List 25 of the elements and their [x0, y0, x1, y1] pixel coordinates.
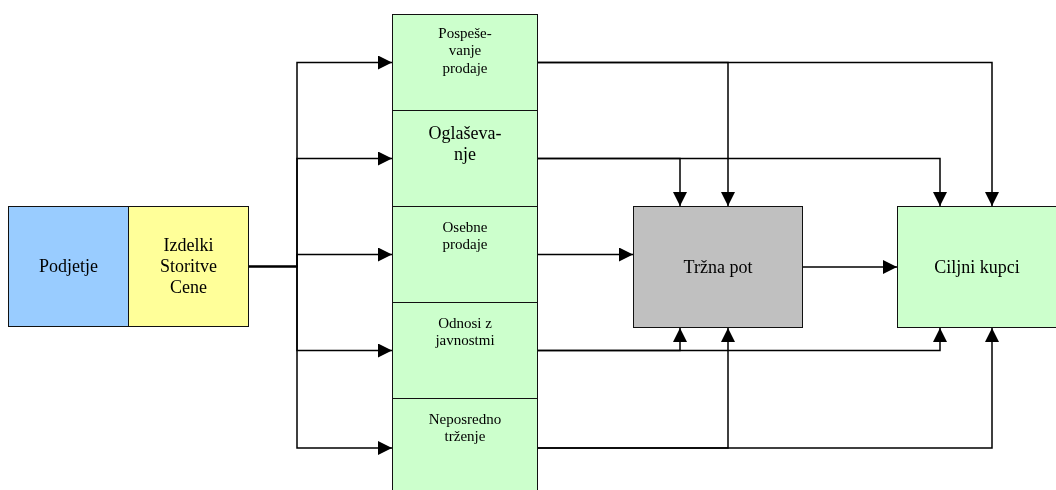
process-box	[392, 398, 538, 490]
arrow	[537, 327, 947, 352]
node-label: Ciljni kupci	[933, 256, 1021, 278]
node-label: Oglaševa- nje	[427, 123, 503, 165]
node-label: Tržna pot	[682, 256, 754, 278]
arrow	[537, 327, 999, 449]
process-box	[8, 206, 129, 327]
node-label: Neposredno trženje	[427, 411, 503, 446]
process-box	[392, 14, 538, 111]
node-label: Pospeše- vanje prodaje	[437, 25, 493, 77]
node-label: Odnosi z javnostmi	[434, 315, 496, 350]
process-box	[633, 206, 803, 328]
arrow	[248, 265, 393, 455]
arrow	[537, 157, 947, 207]
arrow	[537, 61, 999, 207]
process-box	[897, 206, 1056, 328]
process-box	[128, 206, 249, 327]
process-box	[392, 302, 538, 399]
process-box	[392, 110, 538, 207]
node-label: Izdelki Storitve Cene	[159, 235, 218, 298]
arrow	[537, 247, 634, 262]
process-box	[392, 206, 538, 303]
node-label: Osebne prodaje	[441, 219, 489, 254]
node-label: Podjetje	[38, 256, 99, 277]
arrow	[802, 260, 898, 274]
